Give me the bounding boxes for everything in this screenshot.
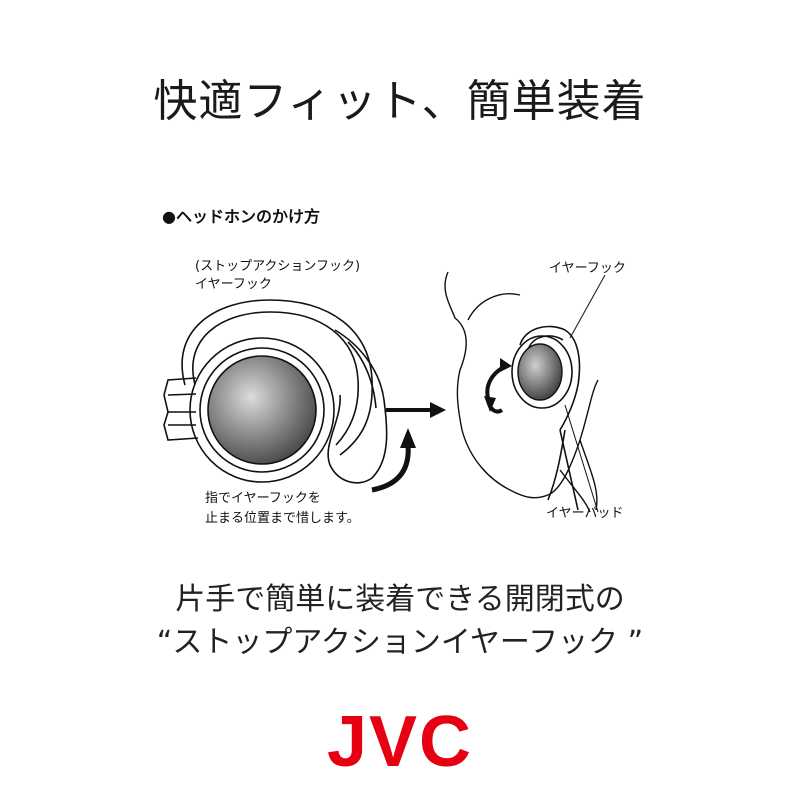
tagline-line1: 片手で簡単に装着できる開閉式の <box>175 582 625 617</box>
jvc-logo-text: JVC <box>327 702 473 780</box>
page-headline: 快適フィット、簡単装着 <box>153 76 647 127</box>
headphone-left-drawing <box>163 299 388 484</box>
leader-lines <box>564 274 606 513</box>
right-arrow-icon <box>386 402 446 418</box>
label-hook-type: (ストップアクションフック) <box>195 259 361 274</box>
label-instruction-line1: 指でイヤーフックを <box>205 491 321 506</box>
rotate-arrows-icon <box>484 358 512 414</box>
ear-pad-left <box>207 355 317 465</box>
section-heading: ●ヘッドホンのかけ方 <box>162 207 320 226</box>
jvc-logo: JVC <box>327 702 473 780</box>
tagline-line2: “ストップアクションイヤーフック ” <box>156 625 644 660</box>
ear-pad-right <box>517 343 563 401</box>
label-ear-pad: イヤーパッド <box>546 506 624 521</box>
push-arrow-icon <box>371 428 416 493</box>
label-instruction-line2: 止まる位置まで惜します。 <box>205 511 360 526</box>
label-ear-hook-right: イヤーフック <box>549 261 626 276</box>
label-ear-hook-left: イヤーフック <box>195 277 272 292</box>
head-profile-drawing <box>444 271 599 513</box>
